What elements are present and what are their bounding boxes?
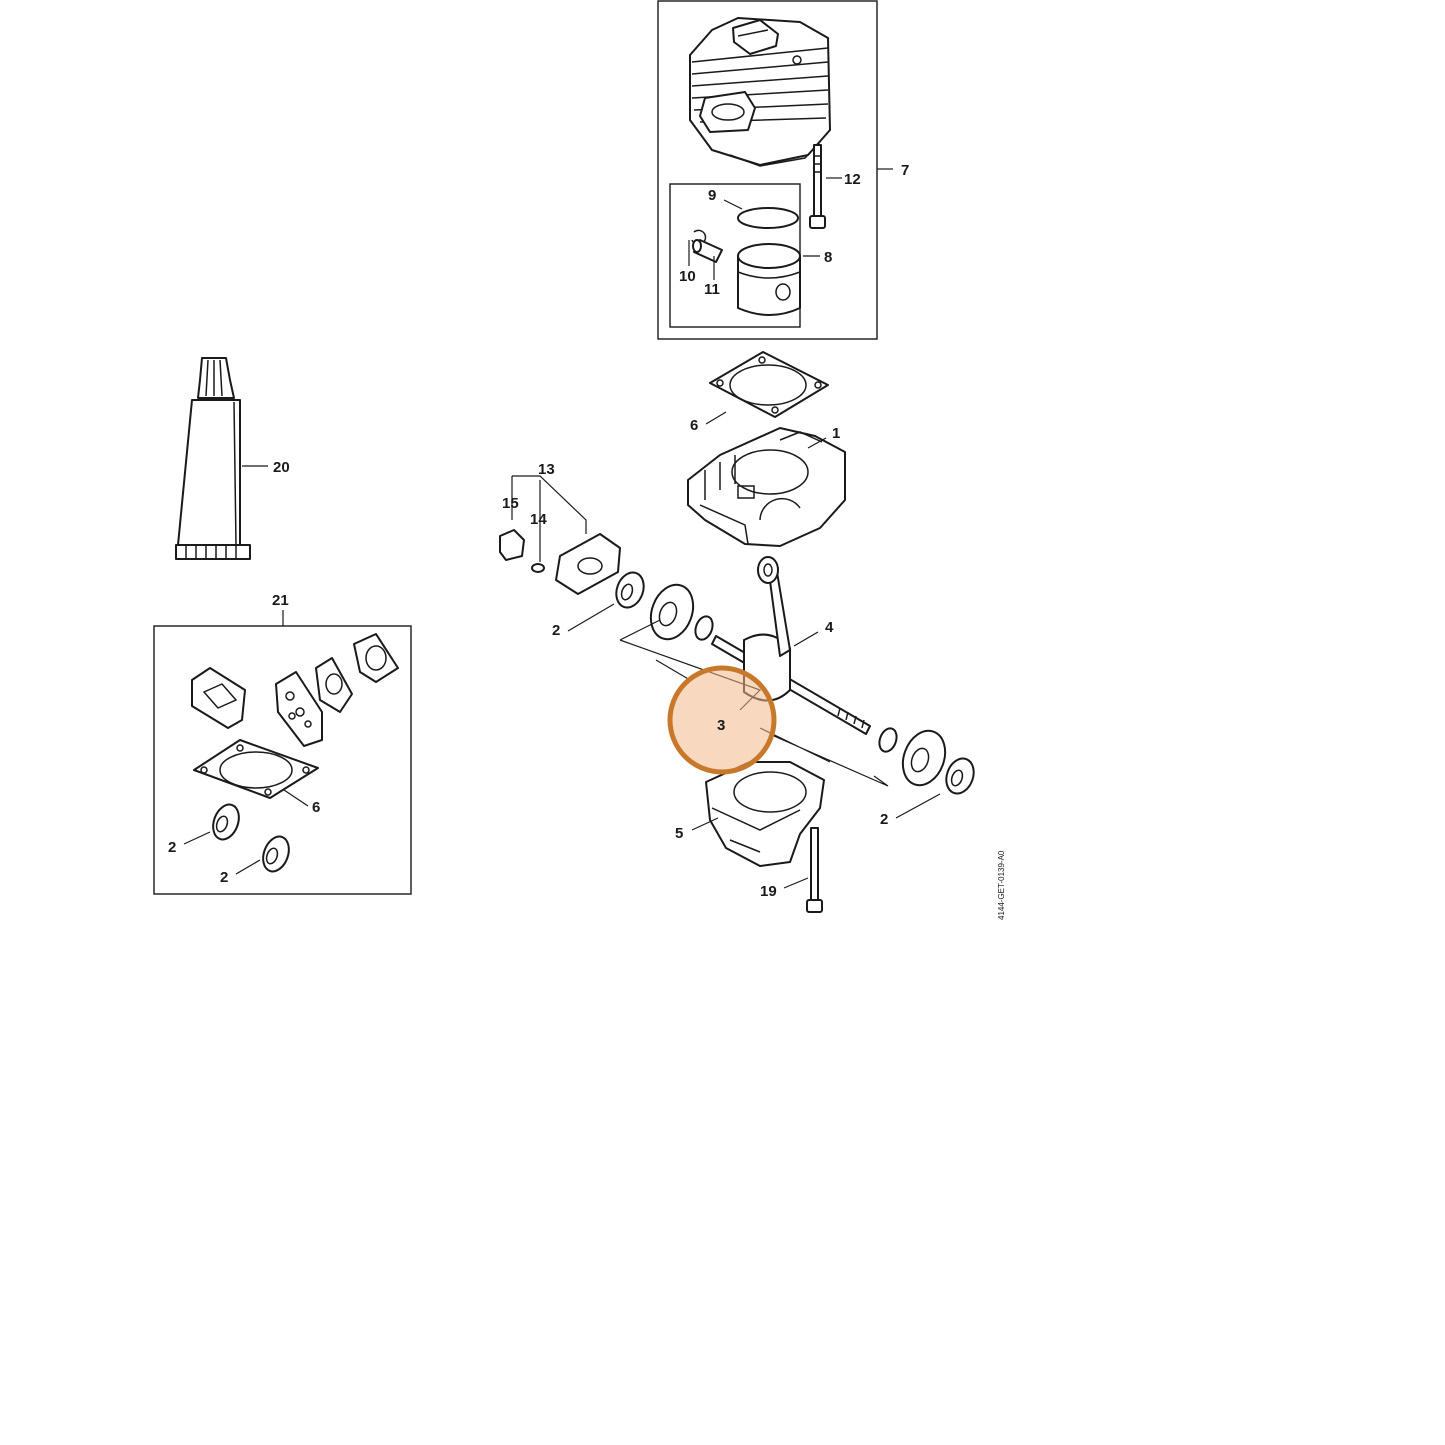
callout-9[interactable]: 9 [708, 187, 716, 204]
callout-10[interactable]: 10 [679, 268, 696, 285]
grease-tube-part[interactable] [175, 357, 251, 560]
callout-7[interactable]: 7 [901, 162, 909, 179]
carburetor-gasket-part[interactable] [315, 657, 353, 713]
callout-15[interactable]: 15 [502, 495, 519, 512]
callout-21[interactable]: 21 [272, 592, 289, 609]
callout-12[interactable]: 12 [844, 171, 861, 188]
callout-14[interactable]: 14 [530, 511, 547, 528]
callout-8[interactable]: 8 [824, 249, 832, 266]
callout-2[interactable]: 2 [168, 839, 176, 856]
exhaust-gasket-part[interactable] [191, 667, 246, 729]
oil-seal-part[interactable] [259, 833, 294, 875]
callout-2[interactable]: 2 [880, 811, 888, 828]
spring-part[interactable] [531, 563, 545, 573]
intake-gasket-part[interactable] [275, 671, 323, 747]
bracket-part[interactable] [555, 533, 621, 595]
callout-labels: 1 2 2 2 2 3 4 5 6 6 7 8 9 10 11 12 13 14… [168, 162, 909, 900]
cylinder-part[interactable] [689, 17, 831, 167]
callout-6[interactable]: 6 [690, 417, 698, 434]
crankcase-screw-part[interactable] [806, 827, 823, 913]
diagram-code: 4144-GET-0139-A0 [997, 850, 1006, 920]
oil-seal-part[interactable] [612, 569, 649, 612]
callout-3[interactable]: 3 [717, 717, 725, 734]
base-gasket-part[interactable] [193, 739, 319, 799]
callout-20[interactable]: 20 [273, 459, 290, 476]
cylinder-screw-part[interactable] [809, 144, 826, 229]
shim-ring-part[interactable] [692, 614, 715, 642]
callout-4[interactable]: 4 [825, 619, 834, 636]
callout-2[interactable]: 2 [552, 622, 560, 639]
highlight-marker[interactable] [667, 665, 777, 775]
oil-seal-part[interactable] [209, 801, 244, 843]
bearing-part[interactable] [644, 579, 701, 645]
callout-19[interactable]: 19 [760, 883, 777, 900]
callout-2[interactable]: 2 [220, 869, 228, 886]
callout-13[interactable]: 13 [538, 461, 555, 478]
bearing-part[interactable] [896, 725, 953, 791]
oil-seal-part[interactable] [942, 755, 979, 798]
callout-11[interactable]: 11 [704, 281, 720, 298]
connector-part[interactable] [499, 529, 525, 561]
callout-6[interactable]: 6 [312, 799, 320, 816]
crankcase-lower-part[interactable] [705, 761, 825, 867]
piston-ring-part[interactable] [737, 207, 799, 229]
piston-part[interactable] [737, 243, 801, 316]
crankcase-upper-part[interactable] [687, 427, 846, 547]
cylinder-gasket-part[interactable] [709, 351, 829, 418]
shim-ring-part[interactable] [876, 726, 899, 754]
callout-5[interactable]: 5 [675, 825, 683, 842]
cylinder-kit-box [657, 0, 878, 340]
piston-pin-part[interactable] [692, 239, 723, 263]
callout-1[interactable]: 1 [832, 425, 840, 442]
filter-gasket-part[interactable] [353, 633, 399, 683]
